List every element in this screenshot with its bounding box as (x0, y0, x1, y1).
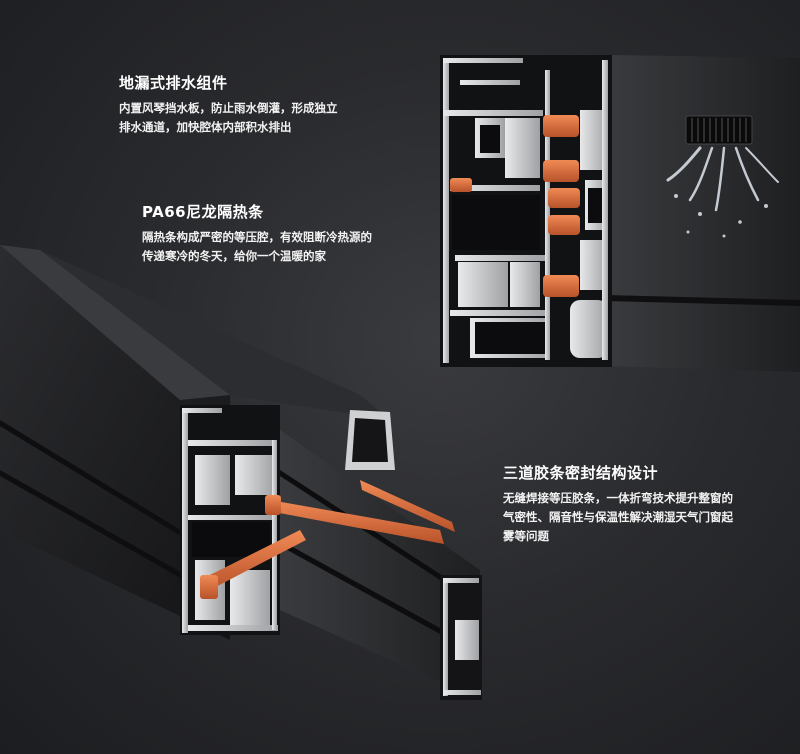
seal-desc-line-2: 气密性、隔音性与保温性解决潮湿天气门窗起 (503, 510, 733, 524)
thermal-desc-line-2: 传递寒冷的冬天，给你一个温暖的家 (142, 249, 326, 263)
seal-desc-line-1: 无缝焊接等压胶条，一体折弯技术提升整窗的 (503, 491, 733, 505)
seal-desc-line-3: 雾等问题 (503, 529, 549, 543)
upper-profile (440, 55, 800, 372)
drainage-desc-line-2: 排水通道，加快腔体内部积水排出 (119, 120, 292, 134)
thermal-callout: PA66尼龙隔热条 隔热条构成严密的等压腔，有效阻断冷热源的 传递寒冷的冬天，给… (142, 201, 412, 266)
thermal-title: PA66尼龙隔热条 (142, 203, 264, 221)
thermal-desc-line-1: 隔热条构成严密的等压腔，有效阻断冷热源的 (142, 230, 372, 244)
seal-callout: 三道胶条密封结构设计 无缝焊接等压胶条，一体折弯技术提升整窗的 气密性、隔音性与… (503, 462, 763, 546)
lower-profile (0, 245, 482, 700)
drainage-callout: 地漏式排水组件 内置风琴挡水板，防止雨水倒灌，形成独立 排水通道，加快腔体内部积… (119, 72, 379, 137)
drainage-desc-line-1: 内置风琴挡水板，防止雨水倒灌，形成独立 (119, 101, 338, 115)
seal-title: 三道胶条密封结构设计 (503, 464, 659, 482)
drainage-title: 地漏式排水组件 (119, 74, 228, 92)
drain-vent-icon (685, 115, 753, 145)
water-splash-icon (666, 146, 779, 238)
lower-thermal-strips (200, 480, 455, 599)
upper-thermal-strips (450, 115, 580, 297)
